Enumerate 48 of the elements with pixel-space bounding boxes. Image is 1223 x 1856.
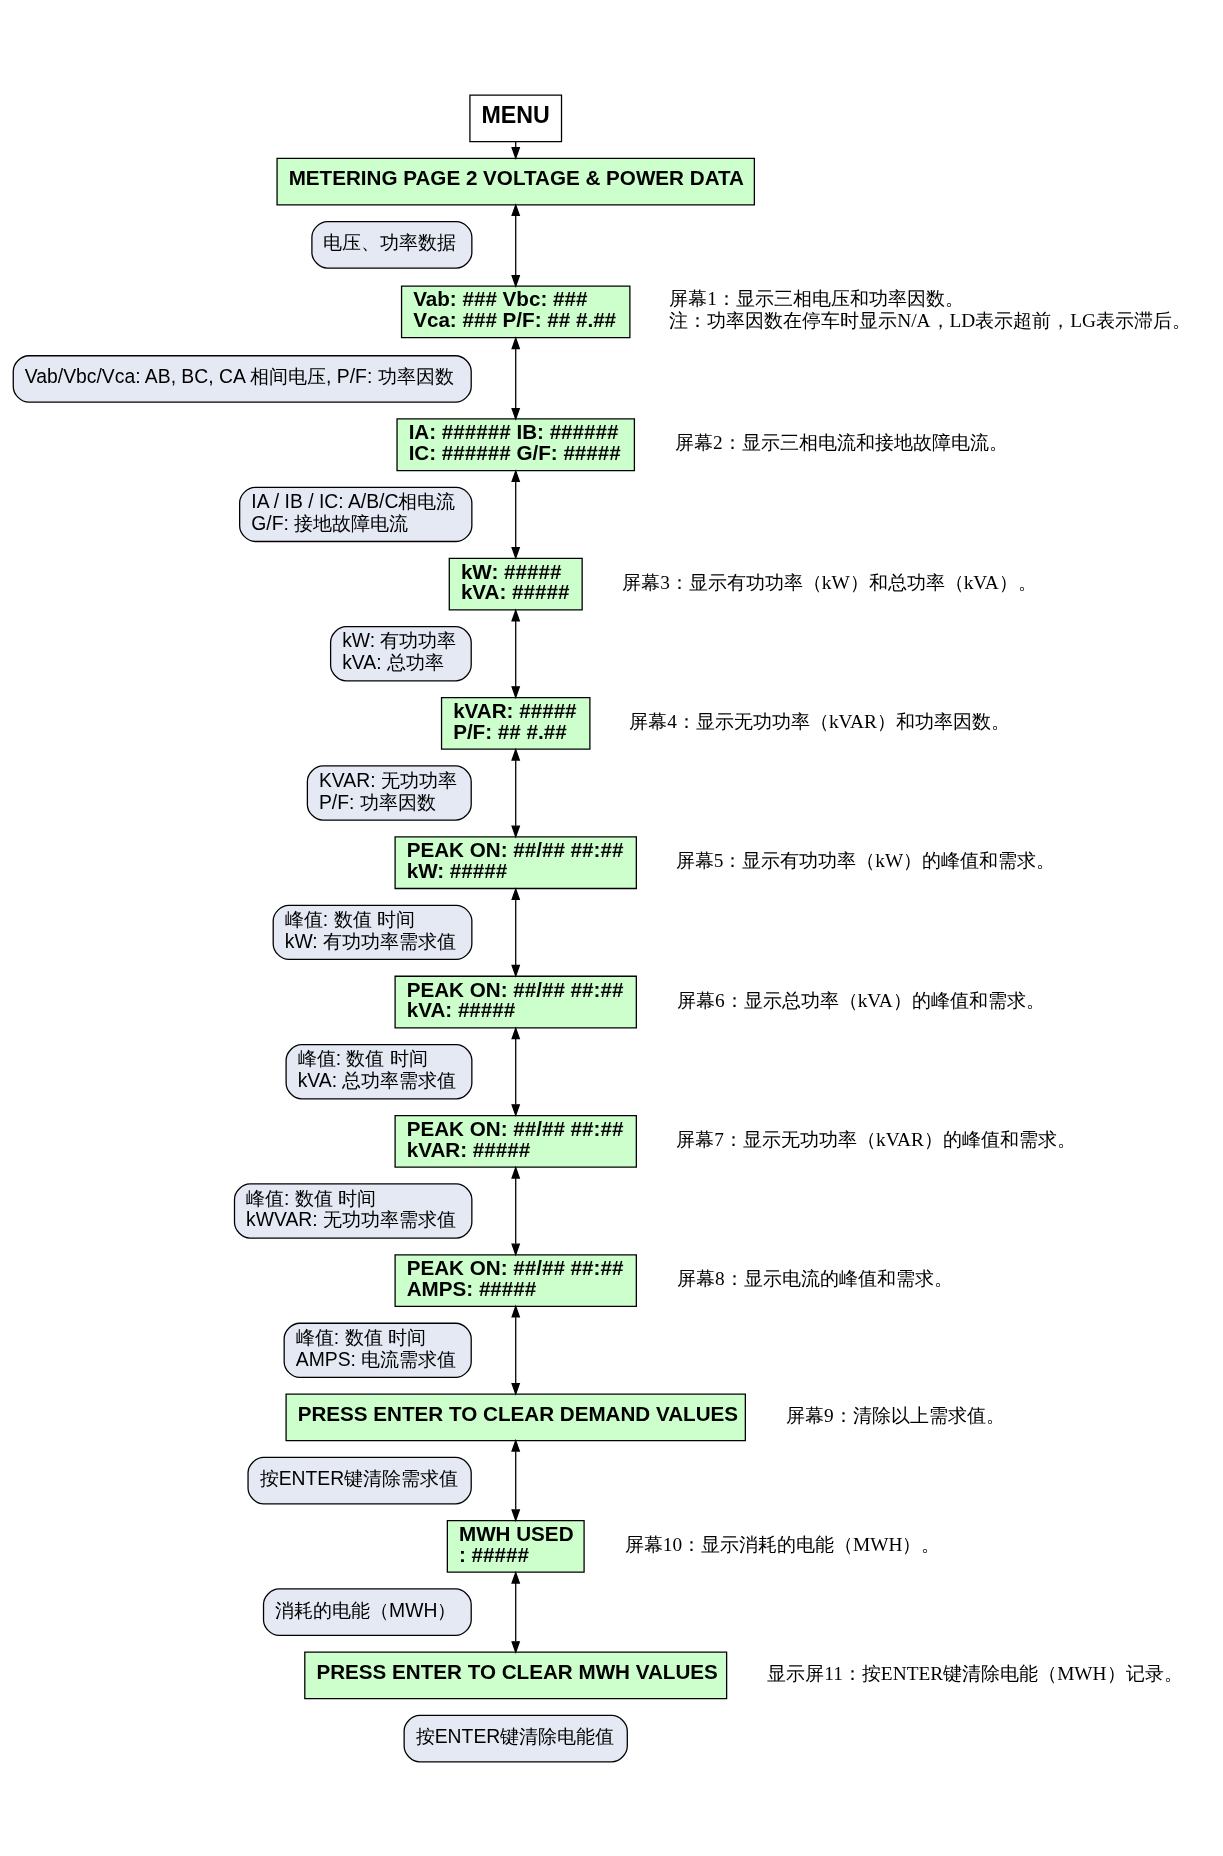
arrow (511, 1304, 521, 1396)
node-label: 屏幕1：显示三相电压和功率因数。 (669, 287, 964, 309)
node-box: 峰值: 数值 时间 kW: 有功功率需求值 (272, 904, 473, 960)
arrow (511, 1165, 521, 1256)
arrow (511, 1570, 521, 1654)
arrow (511, 1438, 521, 1522)
node-box: PEAK ON: ##/## ##:## kW: ##### (394, 835, 637, 889)
node-label: 屏幕3：显示有功功率（kW）和总功率（kVA）。 (622, 571, 1037, 593)
node-box: PRESS ENTER TO CLEAR DEMAND VALUES (285, 1393, 746, 1441)
node-box: MENU (469, 94, 563, 142)
node-box: 按ENTER键清除电能值 (403, 1714, 628, 1762)
node-label: 屏幕9：清除以上需求值。 (785, 1404, 1005, 1426)
arrow (511, 202, 521, 288)
arrow (511, 886, 521, 978)
node-box: 峰值: 数值 时间 kVA: 总功率需求值 (285, 1043, 473, 1099)
node-label: 屏幕5：显示有功功率（kW）的峰值和需求。 (675, 849, 1056, 871)
node-box: 峰值: 数值 时间 kWVAR: 无功功率需求值 (233, 1182, 473, 1239)
arrow (511, 335, 521, 421)
node-label: 屏幕6：显示总功率（kVA）的峰值和需求。 (676, 989, 1045, 1011)
node-label: 屏幕4：显示无功功率（kVAR）和功率因数。 (629, 710, 1010, 732)
node-label: 注：功率因数在停车时显示N/A，LD表示超前，LG表示滞后。 (669, 309, 1192, 331)
arrow (511, 1025, 521, 1117)
node-box: PEAK ON: ##/## ##:## kVA: ##### (394, 975, 637, 1028)
node-label: 屏幕2：显示三相电流和接地故障电流。 (675, 431, 1008, 453)
node-label: 显示屏11：按ENTER键清除电能（MWH）记录。 (767, 1662, 1183, 1684)
node-box: 消耗的电能（MWH） (262, 1587, 472, 1636)
node-label: 屏幕8：显示电流的峰值和需求。 (676, 1267, 953, 1289)
node-box: Vab/Vbc/Vca: AB, BC, CA 相间电压, P/F: 功率因数 (12, 354, 472, 403)
node-box: PRESS ENTER TO CLEAR MWH VALUES (304, 1651, 728, 1699)
node-box: KVAR: 无功功率 P/F: 功率因数 (306, 764, 472, 821)
node-box: kW: ##### kVA: ##### (448, 557, 583, 610)
node-box: PEAK ON: ##/## ##:## AMPS: ##### (394, 1253, 637, 1307)
node-box: PEAK ON: ##/## ##:## kVAR: ##### (394, 1114, 637, 1168)
node-label: 屏幕7：显示无功功率（kVAR）的峰值和需求。 (676, 1128, 1076, 1150)
node-box: IA: ###### IB: ###### IC: ###### G/F: ##### (396, 417, 636, 471)
node-box: IA / IB / IC: A/B/C相电流 G/F: 接地故障电流 (239, 486, 473, 542)
node-box: kVAR: ##### P/F: ## #.## (440, 696, 591, 750)
node-label: 屏幕10：显示消耗的电能（MWH）。 (624, 1533, 941, 1555)
arrow (511, 608, 521, 699)
node-box: METERING PAGE 2 VOLTAGE & POWER DATA (276, 157, 755, 205)
node-box: kW: 有功功率 kVA: 总功率 (329, 625, 472, 681)
node-box: 峰值: 数值 时间 AMPS: 电流需求值 (283, 1322, 472, 1378)
arrow (511, 747, 521, 838)
node-box: MWH USED : ##### (446, 1519, 585, 1573)
node-box: 电压、功率数据 (311, 220, 473, 269)
arrow (511, 468, 521, 560)
node-box: Vab: ### Vbc: ### Vca: ### P/F: ## #.## (400, 284, 631, 338)
node-box: 按ENTER键清除需求值 (247, 1456, 472, 1504)
